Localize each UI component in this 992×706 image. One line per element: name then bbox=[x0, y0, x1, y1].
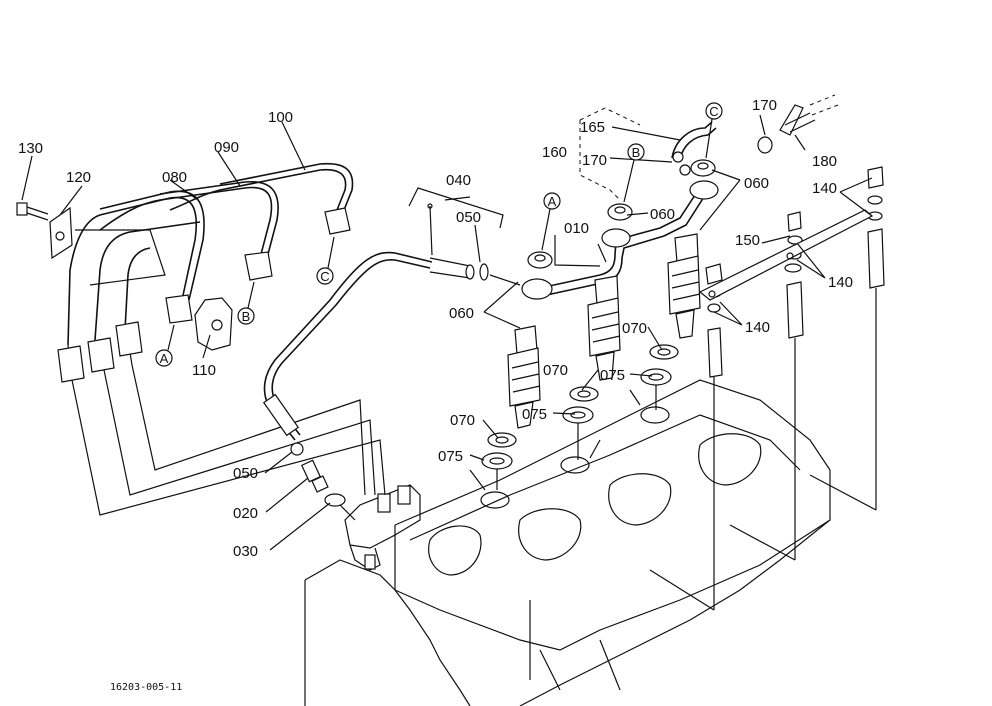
connector-b-upper-label: B bbox=[632, 145, 641, 160]
connector-b-lower bbox=[237, 307, 255, 325]
connector-c-upper bbox=[705, 102, 723, 120]
label-090: 090 bbox=[214, 139, 239, 156]
glow-plugs bbox=[649, 166, 885, 611]
nozzle-holders bbox=[507, 233, 701, 429]
nozzle-gaskets bbox=[481, 344, 679, 490]
label-140-low: 140 bbox=[745, 319, 770, 336]
label-070-mid: 070 bbox=[543, 362, 568, 379]
connector-a-upper bbox=[543, 192, 561, 210]
label-160: 160 bbox=[542, 144, 567, 161]
label-070-left: 070 bbox=[450, 412, 475, 429]
label-170-left: 170 bbox=[582, 152, 607, 169]
label-140-mid: 140 bbox=[828, 274, 853, 291]
connector-a-lower-label: A bbox=[160, 351, 169, 366]
bracket-120 bbox=[49, 206, 73, 260]
label-010: 010 bbox=[564, 220, 589, 237]
label-075-mid: 075 bbox=[522, 406, 547, 423]
connector-c-upper-label: C bbox=[709, 104, 718, 119]
label-070-right: 070 bbox=[622, 320, 647, 337]
connector-c-lower bbox=[316, 267, 334, 285]
hose-040 bbox=[408, 187, 521, 286]
clamp-170 bbox=[757, 94, 839, 154]
leader-lines bbox=[21, 114, 873, 551]
bolt-130 bbox=[16, 202, 49, 221]
injection-pump bbox=[344, 484, 421, 571]
label-080: 080 bbox=[162, 169, 187, 186]
connector-a-upper-label: A bbox=[548, 194, 557, 209]
label-110: 110 bbox=[192, 362, 216, 379]
engine-cylinder-head bbox=[304, 379, 831, 706]
washers-060 bbox=[527, 159, 716, 269]
return-hose-165 bbox=[579, 107, 717, 201]
label-075-left: 075 bbox=[438, 448, 463, 465]
part-number-labels: 100 090 080 120 130 110 040 050 010 060 … bbox=[18, 97, 853, 693]
label-140-top: 140 bbox=[812, 180, 837, 197]
label-060-right: 060 bbox=[744, 175, 769, 192]
label-075-right: 075 bbox=[600, 367, 625, 384]
label-120: 120 bbox=[66, 169, 91, 186]
label-030: 030 bbox=[233, 543, 258, 560]
connector-markers: A B C A B C bbox=[155, 102, 723, 367]
leak-off-hose bbox=[262, 251, 433, 521]
connector-b-lower-label: B bbox=[242, 309, 251, 324]
injection-pipes bbox=[57, 162, 386, 516]
connector-a-lower bbox=[155, 349, 173, 367]
label-165: 165 bbox=[580, 119, 605, 136]
label-060-left: 060 bbox=[449, 305, 474, 322]
connector-b-upper bbox=[627, 143, 645, 161]
label-170-right: 170 bbox=[752, 97, 777, 114]
label-100: 100 bbox=[268, 109, 293, 126]
label-180: 180 bbox=[812, 153, 837, 170]
label-040: 040 bbox=[446, 172, 471, 189]
drawing-reference: 16203-005-11 bbox=[110, 682, 182, 693]
label-130: 130 bbox=[18, 140, 43, 157]
label-020: 020 bbox=[233, 505, 258, 522]
clamp-plate-110 bbox=[194, 297, 233, 351]
label-060-mid: 060 bbox=[650, 206, 675, 223]
label-150: 150 bbox=[735, 232, 760, 249]
connector-c-lower-label: C bbox=[320, 269, 329, 284]
label-050-upper: 050 bbox=[456, 209, 481, 226]
label-050-lower: 050 bbox=[233, 465, 258, 482]
